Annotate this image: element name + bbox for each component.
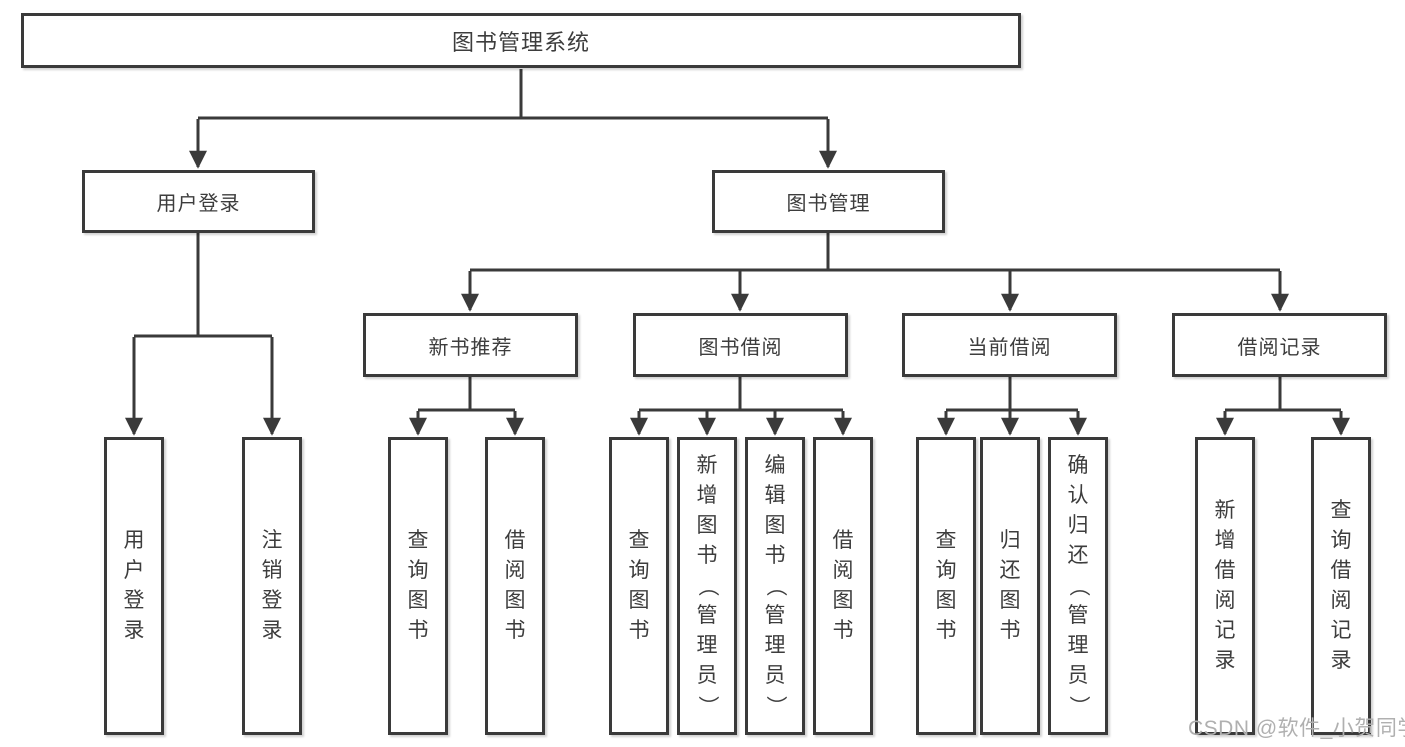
node-borrow-records: 借阅记录 [1172,313,1387,377]
leaf-label: 借阅图书 [504,529,526,642]
leaf-add-book-admin: 新增图书（管理员） [677,437,737,735]
leaf-label: 注销登录 [261,529,283,642]
node-user-login: 用户登录 [82,170,315,233]
node-new-book-recommend: 新书推荐 [363,313,578,377]
node-library-management-system: 图书管理系统 [21,13,1021,68]
leaf-borrow-book-recommend: 借阅图书 [485,437,545,735]
leaf-borrow-book: 借阅图书 [813,437,873,735]
leaf-label: 查询图书 [935,529,957,642]
leaf-logout: 注销登录 [242,437,302,735]
leaf-label: 借阅图书 [832,529,854,642]
leaf-add-borrow-record: 新增借阅记录 [1195,437,1255,735]
leaf-label: 用户登录 [123,529,145,642]
leaf-return-book: 归还图书 [980,437,1040,735]
leaf-label: 编辑图书（管理员） [764,454,787,717]
leaf-query-book-borrow: 查询图书 [609,437,669,735]
leaf-query-book-current: 查询图书 [916,437,976,735]
leaf-label: 新增图书（管理员） [696,454,719,717]
leaf-label: 查询图书 [628,529,650,642]
leaf-confirm-return-admin: 确认归还（管理员） [1048,437,1108,735]
leaf-user-login: 用户登录 [104,437,164,735]
node-current-borrow: 当前借阅 [902,313,1117,377]
leaf-label: 确认归还（管理员） [1067,454,1090,717]
leaf-label: 查询借阅记录 [1330,499,1352,672]
leaf-label: 查询图书 [407,529,429,642]
leaf-query-book-recommend: 查询图书 [388,437,448,735]
node-book-borrow: 图书借阅 [633,313,848,377]
leaf-edit-book-admin: 编辑图书（管理员） [745,437,805,735]
watermark: CSDN @软件_小贺同学 [1188,717,1405,740]
node-book-management: 图书管理 [712,170,945,233]
leaf-label: 新增借阅记录 [1214,499,1236,672]
leaf-query-borrow-record: 查询借阅记录 [1311,437,1371,735]
leaf-label: 归还图书 [999,529,1021,642]
